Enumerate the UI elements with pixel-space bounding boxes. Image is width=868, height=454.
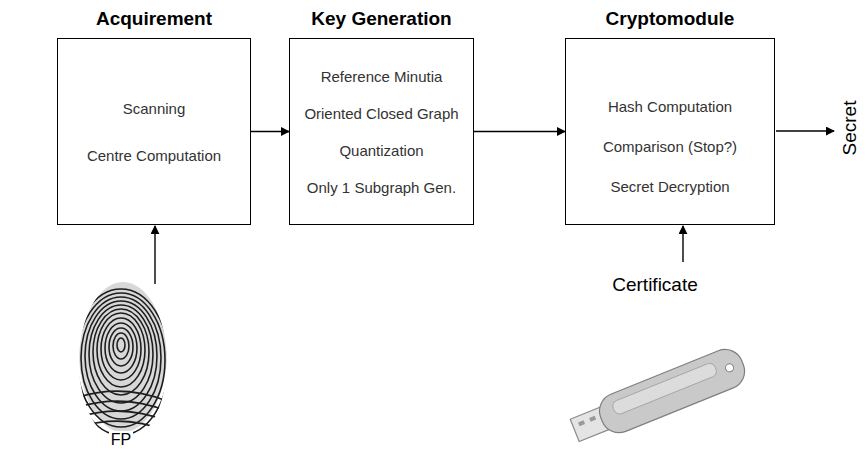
- box-heading: Acquirement: [38, 8, 270, 30]
- step-text: Centre Computation: [87, 147, 221, 164]
- fingerprint: [70, 272, 176, 435]
- input-arrow: [682, 226, 683, 262]
- output-label: Secret: [839, 99, 861, 158]
- process-box: AcquirementScanningCentre Computation: [57, 38, 251, 225]
- flow-arrow: [251, 131, 289, 132]
- input-label: Certificate: [610, 274, 700, 296]
- usb-stick: [567, 344, 750, 449]
- process-box: CryptomoduleHash ComputationComparison (…: [565, 38, 775, 225]
- step-text: Secret Decryption: [610, 178, 729, 195]
- step-text: Only 1 Subgraph Gen.: [307, 179, 456, 196]
- step-text: Reference Minutia: [321, 68, 443, 85]
- step-text: Scanning: [123, 100, 186, 117]
- step-text: Quantization: [339, 142, 423, 159]
- box-body: Hash ComputationComparison (Stop?) Secret…: [566, 39, 774, 224]
- box-body: ScanningCentre Computation: [58, 39, 250, 224]
- flow-arrow: [474, 131, 565, 132]
- input-arrow: [154, 226, 155, 284]
- step-text: Hash Computation: [608, 98, 732, 115]
- box-heading: Cryptomodule: [546, 8, 794, 30]
- step-text: Oriented Closed Graph: [304, 105, 458, 122]
- box-heading: Key Generation: [270, 8, 493, 30]
- output-arrow: [776, 130, 834, 131]
- step-text: Comparison (Stop?): [603, 138, 737, 155]
- input-label: FP: [109, 431, 133, 449]
- box-body: Reference MinutiaOriented Closed GraphQu…: [290, 39, 473, 224]
- process-box: Key GenerationReference MinutiaOriented …: [289, 38, 474, 225]
